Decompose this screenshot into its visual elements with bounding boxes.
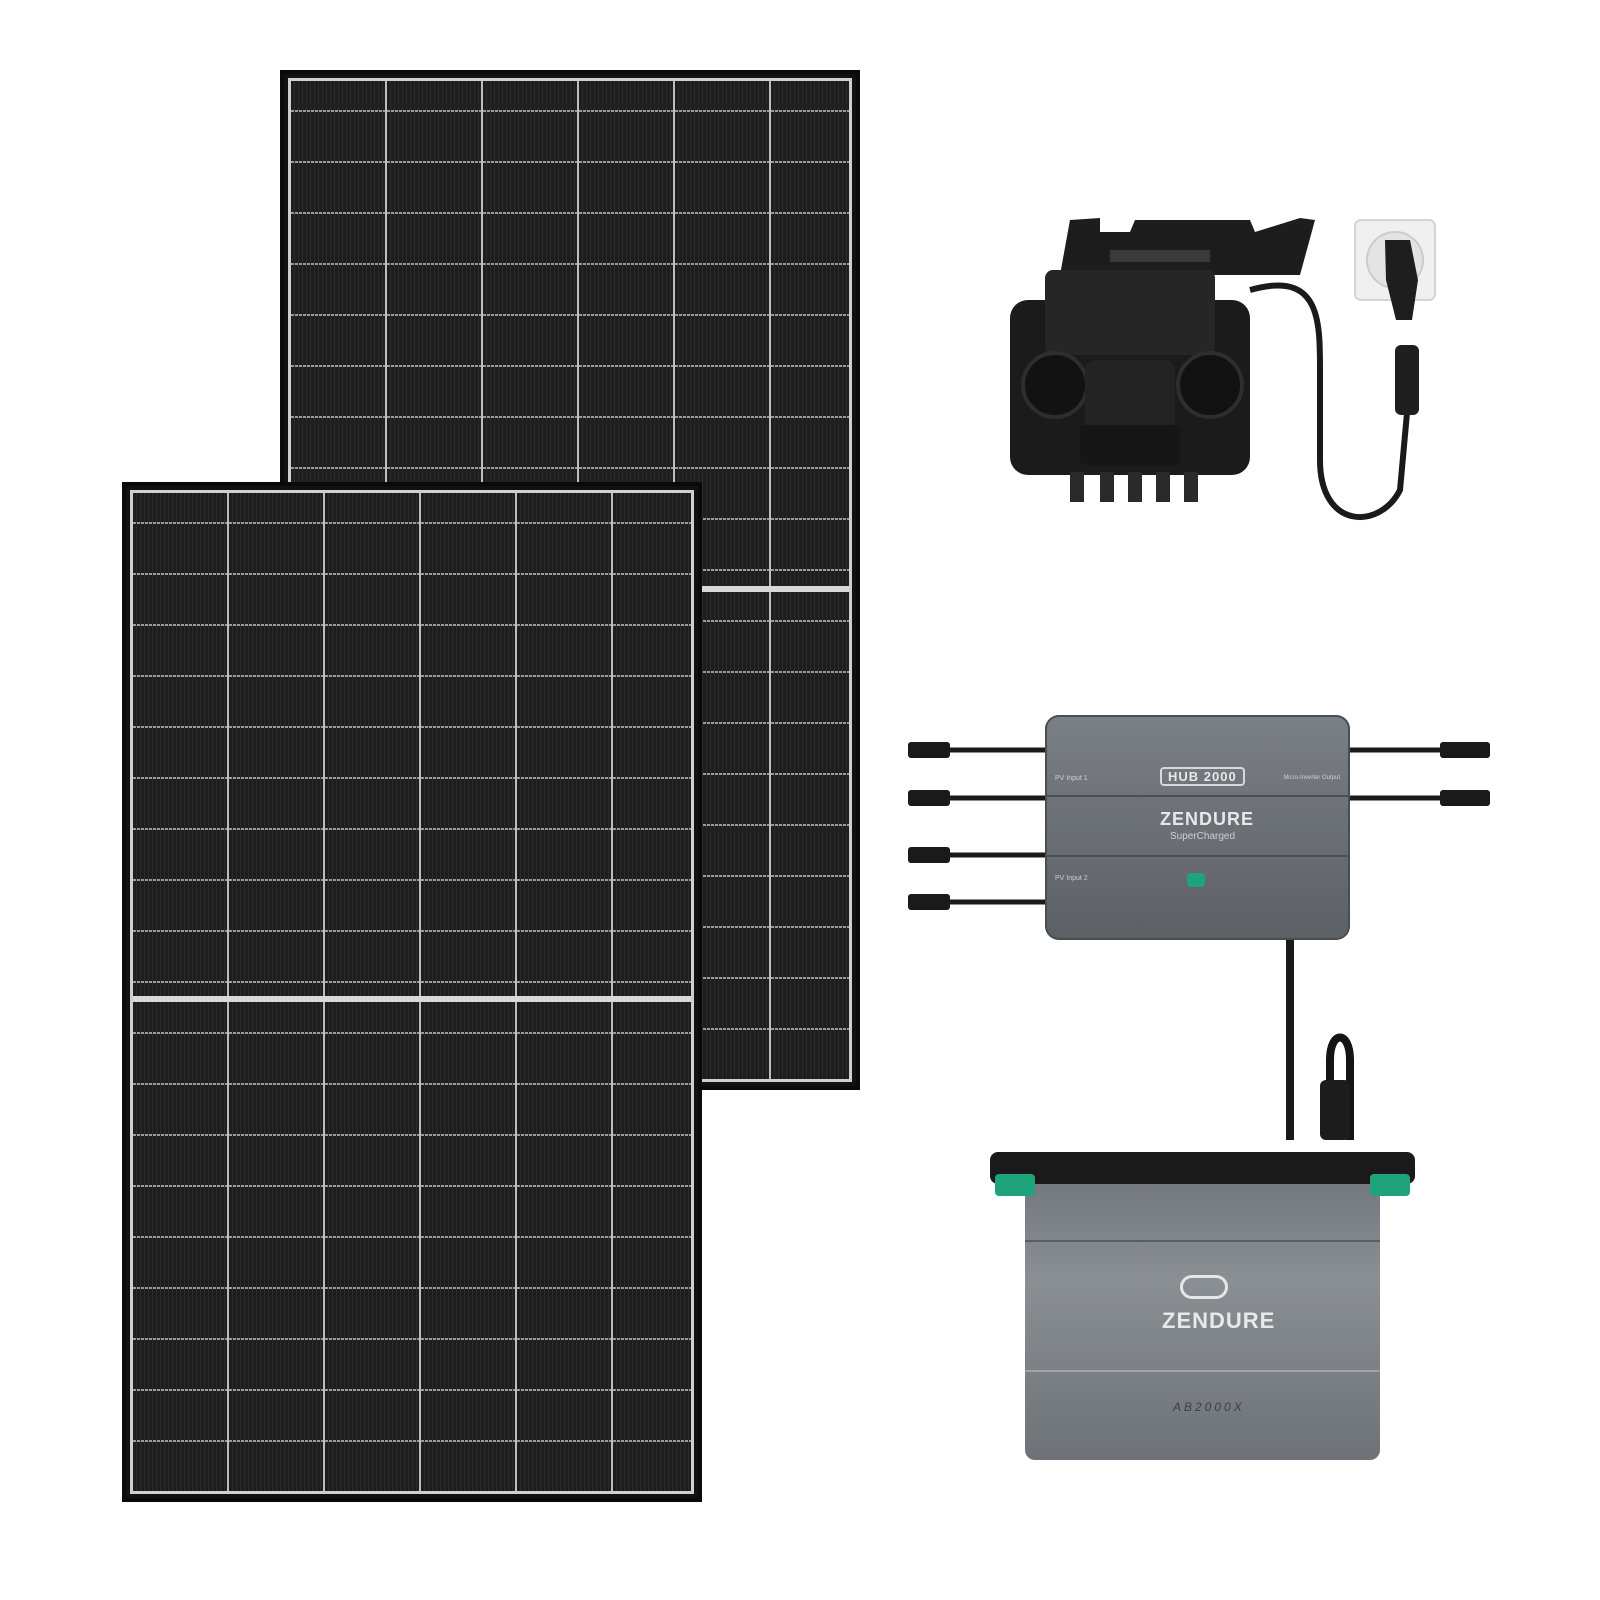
hub-model-badge: HUB 2000: [1160, 767, 1245, 786]
panel-divider: [133, 996, 691, 1002]
battery-brand-label: ZENDURE: [1162, 1308, 1276, 1333]
battery-ab2000x: ZENDURE AB2000X: [990, 1152, 1415, 1460]
battery-handle-left[interactable]: [995, 1174, 1035, 1196]
hub-battery-cable: [1286, 940, 1354, 1140]
micro-inverter: [1010, 218, 1436, 521]
battery-lid: [990, 1152, 1415, 1184]
pv-input-2-label: PV Input 2: [1055, 875, 1088, 882]
micro-output-label: Micro-Inverter Output: [1283, 775, 1340, 781]
panel-cells: [133, 493, 691, 1491]
hub-2000: HUB 2000 ZENDURE SuperCharged PV Input 1…: [1045, 715, 1350, 940]
pv-input-1-label: PV Input 1: [1055, 775, 1088, 782]
solar-panel-front: [122, 482, 702, 1502]
battery-handle-right[interactable]: [1370, 1174, 1410, 1196]
battery-model-label: AB2000X: [1173, 1400, 1245, 1414]
hub-status-button[interactable]: [1187, 873, 1205, 887]
hub-tagline: SuperCharged: [1170, 831, 1236, 842]
zendure-logo-icon: [1180, 1275, 1228, 1299]
panel-frame: [130, 490, 694, 1494]
hub-cables: [908, 742, 1490, 910]
hub-brand-label: ZENDURE: [1160, 809, 1255, 829]
